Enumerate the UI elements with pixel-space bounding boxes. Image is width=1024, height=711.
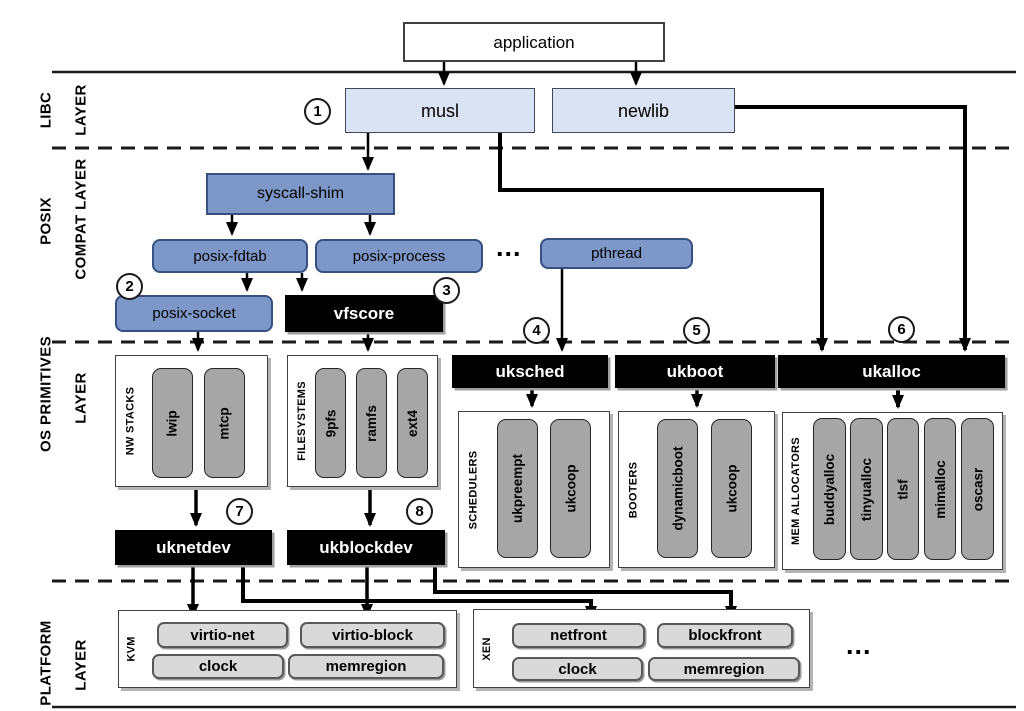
virtio-net-pill: virtio-net	[157, 622, 288, 648]
mem-allocators-label: MEM ALLOCATORS	[790, 437, 803, 545]
buddyalloc-pill: buddyalloc	[813, 418, 846, 560]
kvm-memregion-pill: memregion	[288, 654, 444, 679]
xen-memregion-pill: memregion	[648, 657, 800, 681]
filesystems-label: FILESYSTEMS	[296, 381, 309, 461]
callout-5: 5	[683, 317, 710, 344]
platform-layer-label-1: PLATFORM	[37, 620, 55, 706]
nw-stacks-label: NW STACKS	[124, 386, 136, 456]
posix-ellipsis: ...	[496, 232, 522, 262]
ukpreempt-pill: ukpreempt	[497, 419, 538, 558]
oscasr-pill: oscasr	[961, 418, 994, 560]
syscall-shim-box: syscall-shim	[206, 173, 395, 215]
newlib-box: newlib	[552, 88, 735, 133]
kvm-label: KVM	[126, 636, 139, 662]
ukalloc-box: ukalloc	[778, 355, 1005, 388]
xen-label: XEN	[481, 636, 493, 661]
ramfs-pill: ramfs	[356, 368, 387, 478]
os-layer-label-1: OS PRIMITIVES	[37, 335, 55, 453]
callout-1: 1	[304, 98, 331, 125]
connector-ukblockdev-blockfront	[433, 565, 737, 620]
musl-box: musl	[345, 88, 535, 133]
application-box: application	[403, 22, 665, 62]
libc-layer-label-1: LIBC	[37, 91, 55, 129]
callout-7: 7	[226, 498, 253, 525]
tlsf-pill: tlsf	[887, 418, 919, 560]
9pfs-pill: 9pfs	[315, 368, 346, 478]
lwip-pill: lwip	[152, 368, 193, 478]
ext4-pill: ext4	[397, 368, 428, 478]
ukcoop-boot-pill: ukcoop	[711, 419, 752, 558]
posix-socket-box: posix-socket	[115, 295, 273, 332]
posix-layer-label-2: COMPAT LAYER	[72, 158, 90, 280]
uksched-box: uksched	[452, 355, 608, 388]
callout-4: 4	[523, 317, 550, 344]
callout-6: 6	[888, 316, 915, 343]
ukcoop-sched-pill: ukcoop	[550, 419, 591, 558]
virtio-block-pill: virtio-block	[300, 622, 445, 648]
netfront-pill: netfront	[512, 623, 645, 648]
connector-newlib-ukalloc	[735, 105, 971, 352]
ukblockdev-box: ukblockdev	[287, 530, 445, 565]
platform-ellipsis: ...	[846, 630, 872, 660]
dynamicboot-pill: dynamicboot	[657, 419, 698, 558]
uknetdev-box: uknetdev	[115, 530, 272, 565]
callout-3: 3	[433, 277, 460, 304]
callout-2: 2	[116, 273, 143, 300]
libc-layer-label-2: LAYER	[72, 84, 90, 136]
mtcp-pill: mtcp	[204, 368, 245, 478]
pthread-box: pthread	[540, 238, 693, 269]
ukboot-box: ukboot	[615, 355, 775, 388]
connector-musl-ukalloc	[498, 133, 828, 352]
posix-layer-label-1: POSIX	[37, 197, 55, 245]
platform-layer-label-2: LAYER	[72, 639, 90, 691]
callout-8: 8	[406, 498, 433, 525]
xen-clock-pill: clock	[512, 657, 643, 681]
mimalloc-pill: mimalloc	[924, 418, 956, 560]
posix-process-box: posix-process	[315, 239, 483, 273]
posix-fdtab-box: posix-fdtab	[152, 239, 308, 273]
blockfront-pill: blockfront	[657, 623, 793, 648]
schedulers-label: SCHEDULERS	[467, 450, 480, 529]
os-layer-label-2: LAYER	[72, 372, 90, 424]
tinyualloc-pill: tinyualloc	[850, 418, 883, 560]
vfscore-box: vfscore	[285, 295, 443, 332]
kvm-clock-pill: clock	[152, 654, 284, 679]
booters-label: BOOTERS	[627, 461, 639, 518]
